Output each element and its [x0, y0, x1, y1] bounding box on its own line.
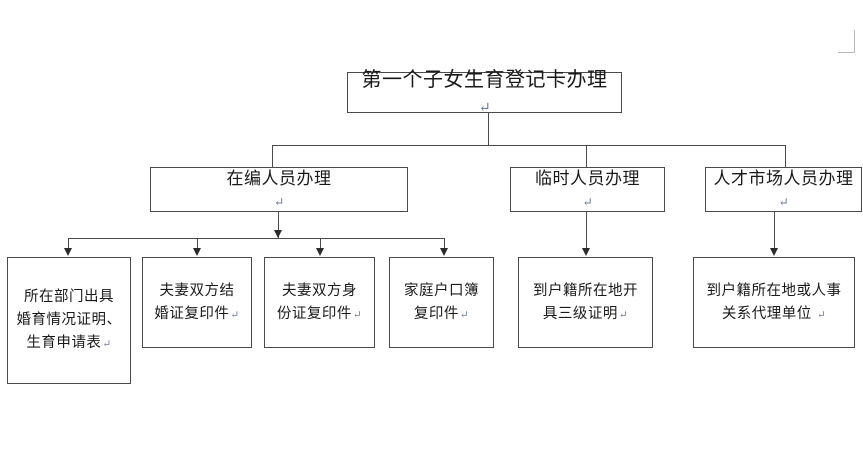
- connector-branch0-bus: [68, 238, 445, 239]
- node-branch-2-line-0: 人才市场人员办理: [713, 169, 854, 189]
- connector-drop-leaf-3: [444, 238, 445, 250]
- connector-drop-leaf-4: [586, 212, 587, 250]
- node-leaf-0-line-2: 生育申请表↵: [26, 332, 111, 355]
- node-root[interactable]: 第一个子女生育登记卡办理 ↵: [347, 69, 622, 116]
- node-leaf-4-line-0: 到户籍所在地开: [533, 282, 638, 299]
- arrowhead-leaf-5: [770, 248, 778, 256]
- arrowhead-leaf-3: [440, 248, 448, 256]
- arrowhead-branch0-joint: [274, 230, 282, 238]
- node-branch-1-line-0: 临时人员办理: [535, 169, 640, 189]
- connector-drop-leaf-2: [320, 238, 321, 250]
- node-leaf-1-line-1: 婚证复印件↵: [154, 303, 239, 326]
- node-leaf-3-line-0: 家庭户口簿: [404, 282, 479, 299]
- node-branch-2[interactable]: 人才市场人员办理 ↵: [705, 167, 862, 212]
- connector-drop-branch-2: [785, 145, 786, 168]
- connector-drop-branch-0: [272, 145, 273, 168]
- arrowhead-leaf-2: [316, 248, 324, 256]
- paragraph-mark-icon: ↵: [102, 338, 112, 350]
- node-leaf-5-line-1: 关系代理单位 ↵: [722, 303, 826, 326]
- page-crop-mark: [838, 30, 855, 53]
- node-leaf-3-line-1: 复印件↵: [414, 303, 469, 326]
- paragraph-mark-icon: ↵: [459, 309, 470, 321]
- paragraph-mark-icon: ↵: [274, 195, 285, 210]
- node-branch-1[interactable]: 临时人员办理 ↵: [510, 167, 665, 212]
- node-leaf-1[interactable]: 夫妻双方结 婚证复印件↵: [142, 257, 252, 348]
- node-leaf-4-text: 具三级证明: [542, 305, 618, 322]
- paragraph-mark-icon: ↵: [478, 99, 492, 116]
- node-leaf-0-text: 生育申请表: [26, 334, 102, 351]
- connector-drop-leaf-1: [197, 238, 198, 250]
- arrowhead-leaf-0: [64, 248, 72, 256]
- node-root-line-0: 第一个子女生育登记卡办理: [361, 69, 608, 92]
- node-leaf-3-text: 复印件: [413, 305, 459, 322]
- node-branch-0-line-0: 在编人员办理: [226, 169, 332, 189]
- paragraph-mark-icon: ↵: [816, 309, 827, 321]
- node-leaf-2-line-0: 夫妻双方身: [282, 282, 357, 299]
- node-leaf-2[interactable]: 夫妻双方身 份证复印件↵: [264, 257, 375, 348]
- node-leaf-5-line-0: 到户籍所在地或人事: [706, 282, 842, 299]
- node-leaf-1-text: 婚证复印件: [154, 305, 230, 322]
- connector-root-stem: [488, 113, 489, 145]
- node-leaf-5-text: 关系代理单位: [721, 305, 816, 322]
- node-leaf-3[interactable]: 家庭户口簿 复印件↵: [389, 257, 494, 348]
- node-leaf-4-line-1: 具三级证明↵: [543, 303, 628, 326]
- connector-drop-branch-1: [586, 145, 587, 168]
- node-branch-0[interactable]: 在编人员办理 ↵: [150, 167, 408, 212]
- node-leaf-5[interactable]: 到户籍所在地或人事 关系代理单位 ↵: [693, 257, 855, 348]
- node-leaf-1-line-0: 夫妻双方结: [159, 282, 235, 299]
- node-leaf-2-line-1: 份证复印件↵: [277, 303, 362, 326]
- paragraph-mark-icon: ↵: [352, 309, 363, 321]
- connector-drop-leaf-5: [774, 212, 775, 250]
- paragraph-mark-icon: ↵: [618, 309, 629, 321]
- connector-level2-bus: [272, 145, 786, 146]
- arrowhead-leaf-1: [193, 248, 201, 256]
- paragraph-mark-icon: ↵: [778, 195, 790, 210]
- node-leaf-2-text: 份证复印件: [276, 305, 352, 322]
- arrowhead-leaf-4: [582, 248, 590, 256]
- node-leaf-4[interactable]: 到户籍所在地开 具三级证明↵: [518, 257, 653, 348]
- node-leaf-0[interactable]: 所在部门出具 婚育情况证明、 生育申请表↵: [7, 257, 131, 384]
- connector-drop-leaf-0: [68, 238, 69, 250]
- paragraph-mark-icon: ↵: [582, 195, 594, 210]
- connector-branch0-stem: [278, 212, 279, 238]
- paragraph-mark-icon: ↵: [230, 309, 240, 321]
- node-leaf-0-line-0: 所在部门出具: [24, 289, 114, 306]
- node-leaf-0-line-1: 婚育情况证明、: [16, 312, 122, 329]
